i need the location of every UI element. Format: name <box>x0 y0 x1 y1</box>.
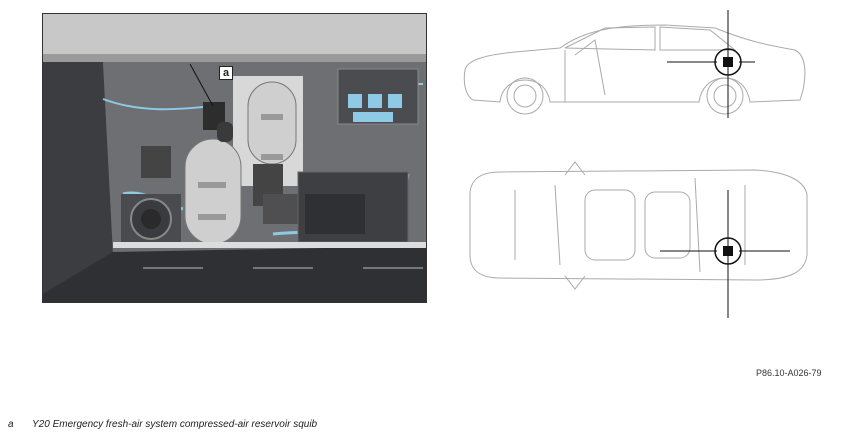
lower-air-reservoir <box>184 138 242 245</box>
component-photo: a <box>42 13 427 303</box>
vehicle-top-view <box>469 161 808 290</box>
vehicle-side-view <box>463 24 806 115</box>
upper-air-reservoir <box>247 81 297 165</box>
control-module <box>337 68 419 125</box>
trunk-illustration <box>43 14 426 302</box>
floor-rail <box>113 242 426 248</box>
diagram-reference-code: P86.10-A026-79 <box>756 368 822 378</box>
callout-a-label: a <box>219 66 233 80</box>
squib-valve <box>203 102 233 142</box>
top-view-location-marker <box>660 190 790 318</box>
legend-text: Y20 Emergency fresh-air system compresse… <box>32 419 318 430</box>
battery-box <box>297 171 409 243</box>
side-view-location-marker <box>667 10 755 118</box>
vehicle-location-diagram <box>455 10 815 320</box>
compressor-unit <box>121 146 181 242</box>
trunk-floor <box>43 246 426 302</box>
legend: a Y20 Emergency fresh-air system compress… <box>8 419 317 430</box>
trunk-side-wall <box>43 62 113 294</box>
legend-key: a <box>8 419 14 430</box>
trunk-lid-surface <box>43 14 426 54</box>
